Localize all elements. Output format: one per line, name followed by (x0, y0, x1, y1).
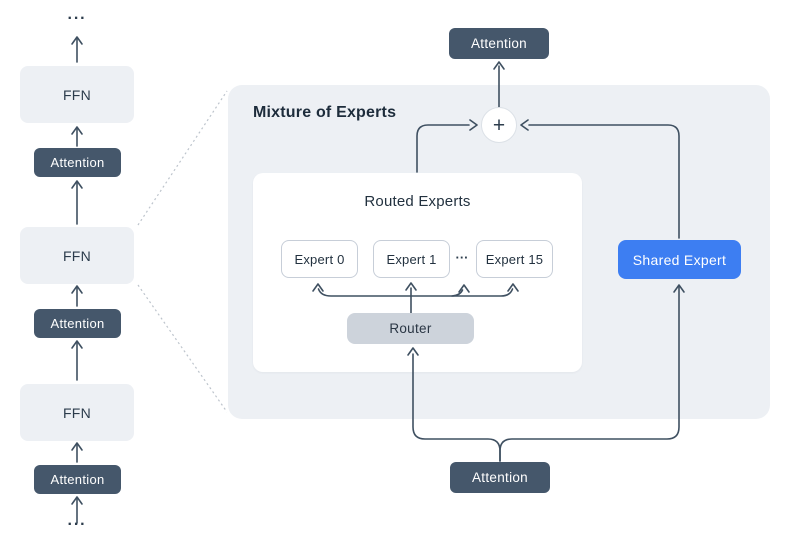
expert-1-box: Expert 1 (373, 240, 450, 278)
zoom-guide-dotted-lines (137, 90, 228, 413)
dotted-guide-bottom (137, 284, 228, 413)
attention-box-bottom: Attention (450, 462, 550, 493)
ffn-box: FFN (20, 384, 134, 441)
expert-0-box: Expert 0 (281, 240, 358, 278)
arrowhead (493, 61, 505, 70)
attention-box: Attention (34, 148, 121, 177)
arrowhead (71, 340, 83, 349)
ffn-box: FFN (20, 66, 134, 123)
left-stack-ellipsis-top: ··· (67, 10, 87, 27)
arrowhead (71, 180, 83, 189)
shared-expert-box: Shared Expert (618, 240, 741, 279)
arrowhead (71, 496, 83, 505)
ffn-box-highlighted: FFN (20, 227, 134, 284)
arrowhead (71, 36, 83, 45)
expert-15-box: Expert 15 (476, 240, 553, 278)
attention-box: Attention (34, 465, 121, 494)
sum-node: + (481, 107, 517, 143)
routed-experts-title: Routed Experts (364, 193, 471, 210)
attention-box-top: Attention (449, 28, 549, 59)
experts-ellipsis: ··· (455, 250, 469, 265)
router-box: Router (347, 313, 474, 344)
attention-box: Attention (34, 309, 121, 338)
arrowhead (71, 442, 83, 451)
left-stack-ellipsis-bottom: ··· (67, 516, 87, 533)
dotted-guide-top (137, 90, 228, 226)
arrowhead (71, 285, 83, 294)
arrowhead (71, 126, 83, 135)
moe-panel-title: Mixture of Experts (253, 104, 397, 121)
